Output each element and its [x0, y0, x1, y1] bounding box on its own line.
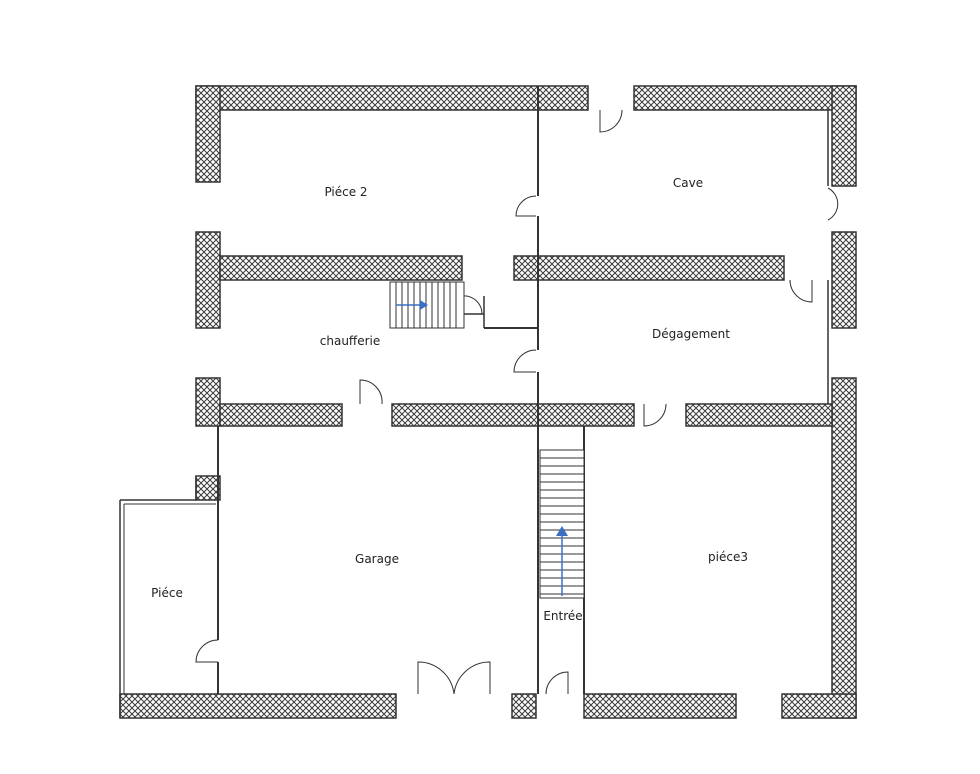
door-arc-degagement [789, 279, 813, 303]
door-arc-right [827, 187, 839, 221]
room-label-entree: Entrée [543, 609, 582, 623]
door-arc-annex [195, 639, 219, 663]
room-label-garage: Garage [355, 552, 399, 566]
room-label-degagement: Dégagement [652, 327, 730, 341]
door-arc-garage-right [453, 661, 491, 695]
arrow-right-icon [420, 300, 428, 310]
door-arc-garage-left [417, 661, 455, 695]
doors [195, 109, 839, 695]
room-label-piece: Piéce [151, 586, 183, 600]
room-label-piece2: Piéce 2 [324, 185, 367, 199]
staircase-entree [539, 449, 585, 599]
door-arc-piece2 [515, 195, 537, 217]
door-arc-chaufferie [513, 349, 537, 373]
staircase-chaufferie [389, 281, 465, 329]
room-label-piece3: piéce3 [708, 550, 748, 564]
door-arc-piece3 [643, 403, 667, 427]
interior-walls [217, 86, 833, 694]
room-label-cave: Cave [673, 176, 703, 190]
door-arc-entree [545, 671, 569, 695]
room-label-chaufferie: chaufferie [320, 334, 380, 348]
door-arc-chaufferie-low [359, 379, 383, 405]
door-arc-chaufferie-stair [461, 295, 483, 315]
exterior-walls [119, 85, 857, 719]
door-arc-cave [599, 109, 623, 133]
room-labels: Piéce 2 Cave chaufferie Dégagement Garag… [151, 176, 748, 623]
arrow-up-icon [556, 526, 568, 536]
